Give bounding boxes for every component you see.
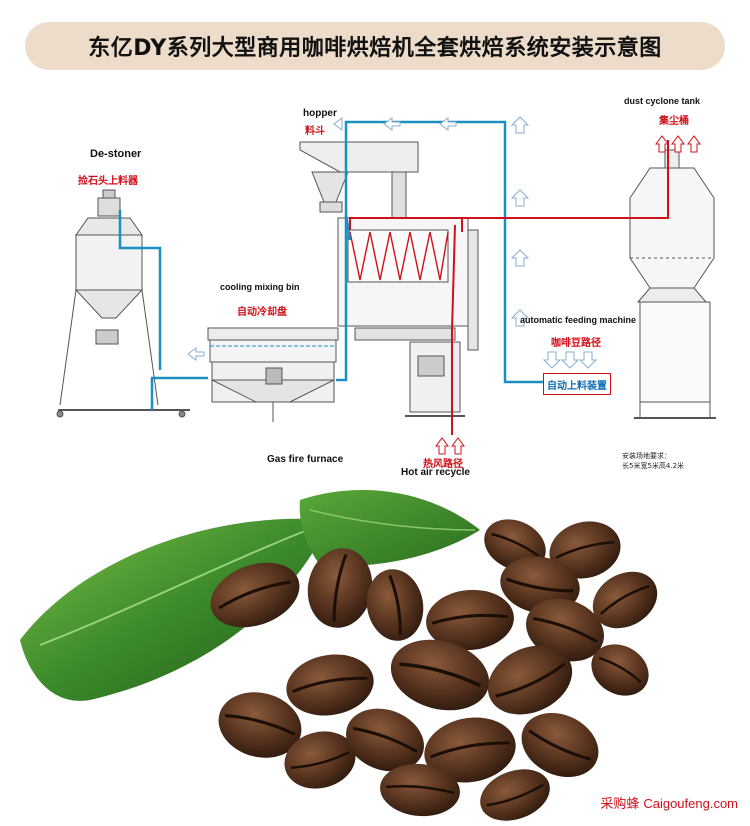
coffee-beans: [210, 519, 658, 821]
bean-down-arrows: [542, 351, 598, 369]
flow-arrows: [187, 116, 530, 361]
roaster-machine: [299, 141, 479, 417]
site-requirement-size: 长5米宽5米高4.2米: [622, 462, 685, 470]
cooling-label-cn: 自动冷却盘: [237, 307, 287, 318]
feeding-device-box: 自动上料装置: [543, 373, 611, 395]
hot-air-label-en: Hot air recycle: [401, 467, 470, 478]
site-requirement-title: 安装场地要求：: [622, 452, 671, 460]
destoner-label-en: De-stoner: [90, 148, 142, 160]
title-banner: 东亿DY系列大型商用咖啡烘焙机全套烘焙系统安装示意图: [25, 22, 725, 70]
dust-tank-label-en: dust cyclone tank: [624, 96, 701, 106]
hot-air-arrows: [435, 135, 701, 455]
dust-cyclone-tank: [629, 149, 716, 419]
cooling-mixing-bin: [207, 327, 339, 422]
leaf-right: [299, 490, 480, 566]
watermark-cn: 采购蜂: [600, 797, 640, 812]
destoner-label-cn: 捡石头上料器: [78, 176, 138, 187]
dust-tank-label-cn: 集尘桶: [659, 116, 689, 127]
watermark-en: Caigoufeng.com: [643, 796, 738, 811]
hot-air-label-cn: 热风路径: [423, 459, 463, 470]
gas-furnace-label: Gas fire furnace: [267, 454, 344, 465]
hopper-label-en: hopper: [303, 108, 337, 119]
bean-path: [118, 120, 545, 410]
feeding-label-en: automatic feeding machine: [520, 315, 637, 325]
hot-air-path: [349, 140, 669, 435]
cooling-label-en: cooling mixing bin: [220, 282, 300, 292]
hopper-label-cn: 料斗: [305, 126, 325, 137]
leaf-left: [20, 518, 330, 701]
page-title: 东亿DY系列大型商用咖啡烘焙机全套烘焙系统安装示意图: [88, 36, 662, 61]
destoner-machine: [56, 189, 190, 418]
installation-diagram: [56, 116, 716, 455]
coffee-beans-photo: [20, 490, 658, 821]
feeding-label-cn: 咖啡豆路径: [551, 338, 601, 349]
